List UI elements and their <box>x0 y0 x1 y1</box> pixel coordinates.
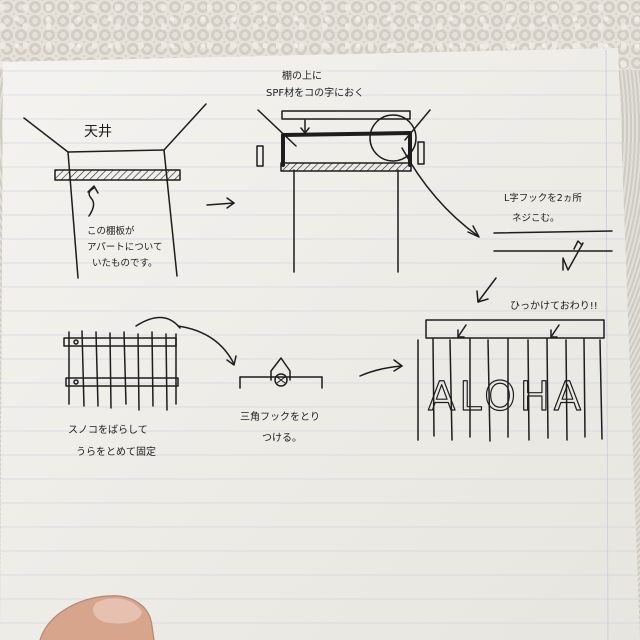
aloha-curtain-sketch <box>417 319 605 442</box>
ceiling-label: 天井 <box>84 124 112 140</box>
arrow-right-curve-icon <box>359 359 403 377</box>
aloha-text: ALOHA <box>428 374 585 420</box>
hang-note: ひっかけておわり!! <box>510 300 598 312</box>
spf-note-line-2: SPF材をコの字におく <box>266 86 364 99</box>
triangle-hook-note-line-2: つける。 <box>262 432 302 444</box>
spf-board-sketch <box>256 109 480 273</box>
shelf-note-line-3: いたものです。 <box>92 258 158 269</box>
arrow-down-left-icon <box>476 277 497 303</box>
sunoko-note-line-1: スノコをばらして <box>68 424 148 436</box>
arrow-right-icon <box>206 197 235 209</box>
sunoko-sketch <box>63 316 237 411</box>
alcove-shelf-sketch <box>23 103 207 279</box>
l-hook-note-line-2: ネジこむ。 <box>512 213 560 224</box>
shelf-note-line-1: この棚板が <box>87 225 135 237</box>
sunoko-note-line-2: うらをとめて固定 <box>76 445 156 458</box>
shelf-note-line-2: アパートについて <box>87 242 163 253</box>
l-hook-note-line-1: L字フックを2ヵ所 <box>504 192 582 204</box>
l-hook-sketch <box>493 230 613 271</box>
triangle-hook-note-line-1: 三角フックをとり <box>240 411 320 423</box>
spf-note-line-1: 棚の上に <box>282 69 322 82</box>
triangle-hook-sketch <box>239 357 323 389</box>
